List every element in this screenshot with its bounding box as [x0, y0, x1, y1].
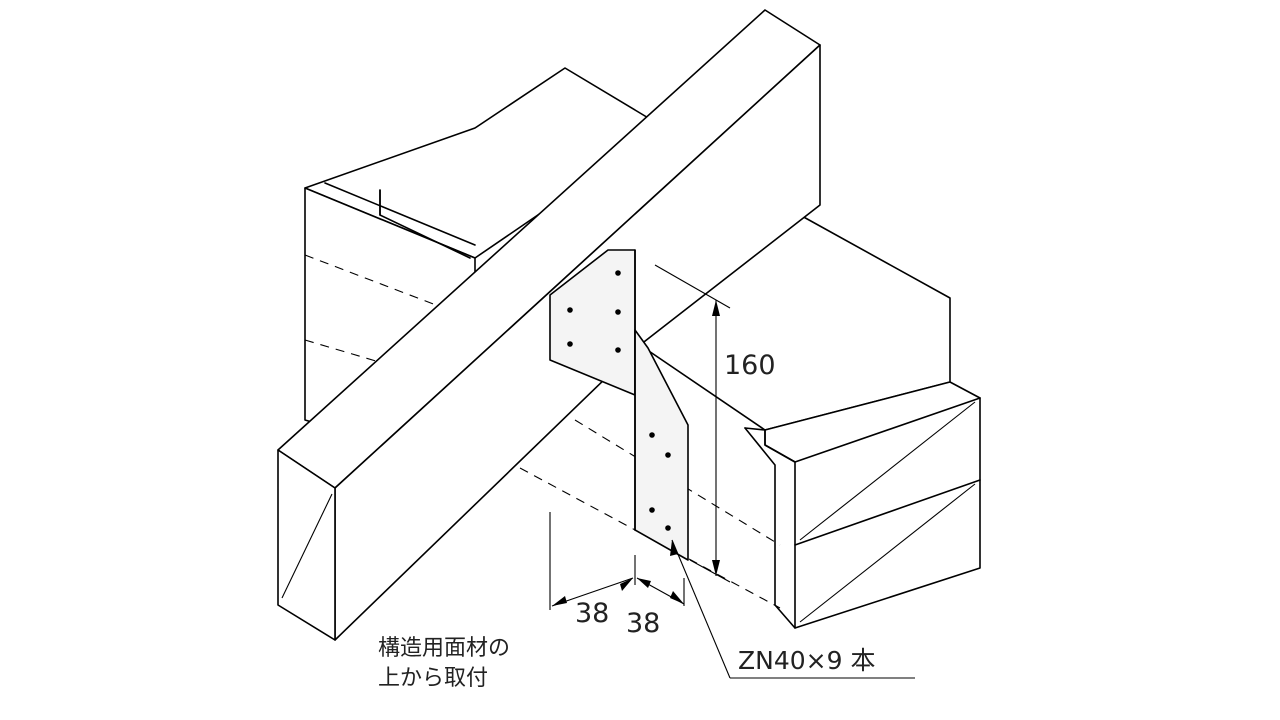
timber-grain-1 [799, 401, 976, 541]
front-beam [519, 214, 981, 629]
nail-leader [670, 539, 915, 679]
timber-grain-2 [799, 483, 976, 623]
note-line-1: 構造用面材の [378, 636, 511, 661]
diagonal-beam-end-face [277, 449, 336, 641]
dimension-width [549, 512, 685, 610]
nail-holes [567, 270, 671, 531]
nail-spec-label: ZN40×9 本 [738, 646, 876, 675]
installation-note: 構造用面材の 上から取付 [378, 634, 510, 693]
connector-plate [549, 249, 689, 561]
dimension-height [654, 264, 731, 583]
left-width-dimension-label: 38 [575, 598, 610, 629]
right-width-dimension-label: 38 [626, 608, 661, 639]
height-dimension-label: 160 [724, 350, 776, 381]
note-line-2: 上から取付 [378, 665, 489, 691]
end-grain-line [281, 493, 333, 599]
